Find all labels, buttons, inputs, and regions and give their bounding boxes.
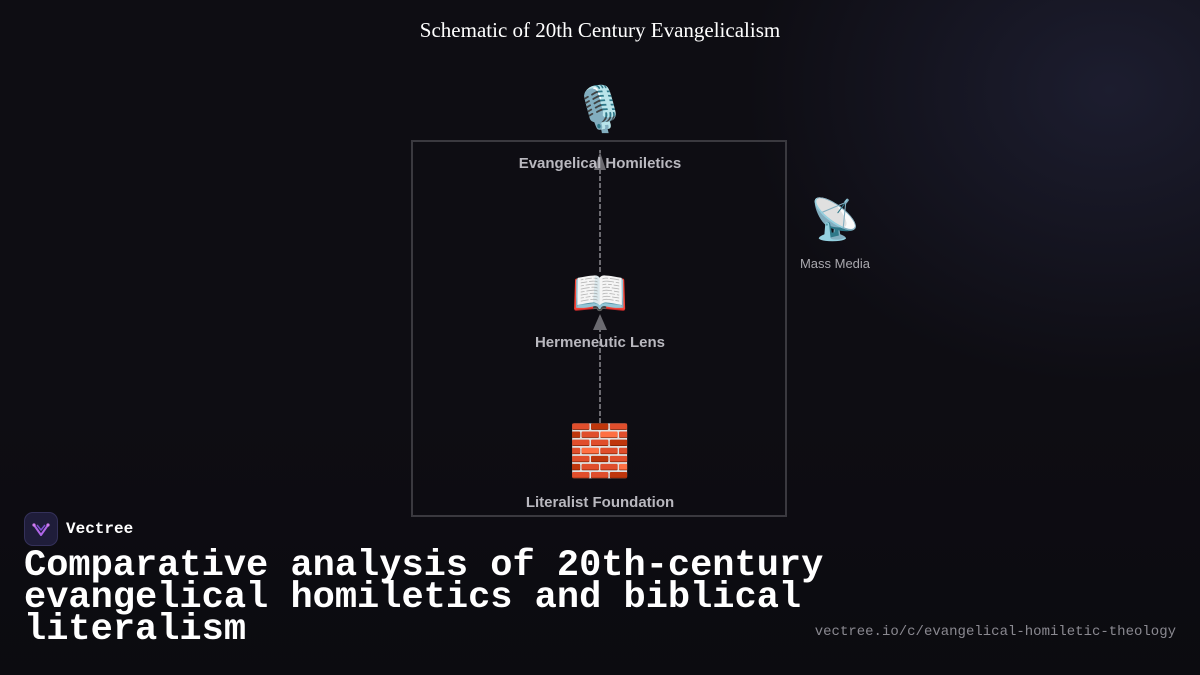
vectree-logo-icon — [24, 512, 58, 546]
edge-foundation-to-hermeneutic-arrowhead — [593, 314, 607, 330]
brand: Vectree — [24, 512, 133, 546]
brand-name: Vectree — [66, 520, 134, 538]
node-label-hermeneutic: Hermeneutic Lens — [534, 334, 666, 351]
diagram-title: Schematic of 20th Century Evangelicalism — [419, 18, 781, 42]
node-label-homiletics: Evangelical Homiletics — [518, 155, 682, 172]
page-headline: Comparative analysis of 20th-century eva… — [24, 545, 824, 651]
diagram-frame — [411, 140, 787, 517]
open-book-icon: 📖 — [571, 267, 629, 319]
brick-wall-icon: 🧱 — [568, 423, 632, 479]
microphone-icon: 🎙️ — [572, 85, 628, 134]
node-label-foundation: Literalist Foundation — [525, 494, 675, 511]
satellite-dish-icon: 📡 — [810, 198, 860, 242]
source-url: vectree.io/c/evangelical-homiletic-theol… — [814, 624, 1176, 640]
edge-hermeneutic-to-homiletics-arrowhead — [594, 152, 606, 170]
node-label-media: Mass Media — [799, 256, 871, 271]
